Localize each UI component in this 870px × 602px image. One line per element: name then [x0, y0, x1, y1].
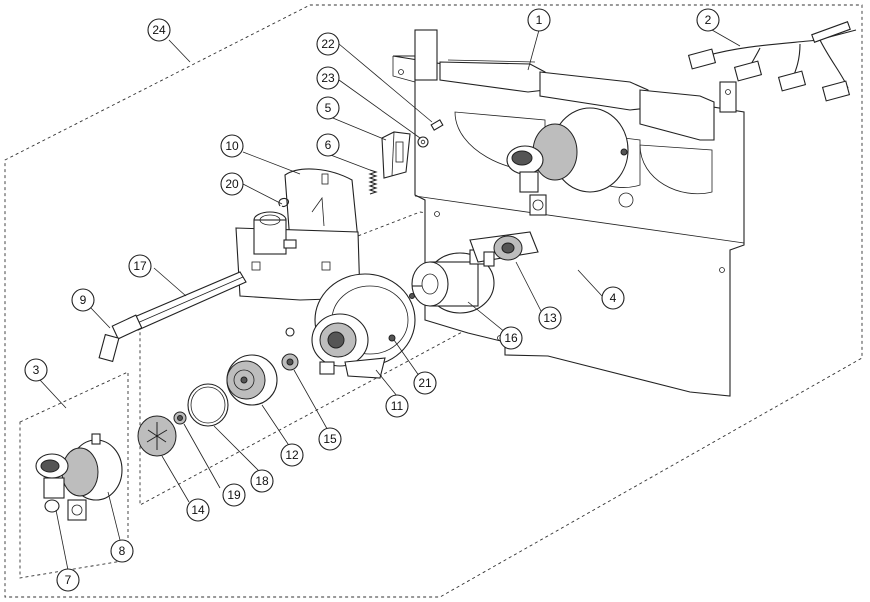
boundary-24	[4, 4, 863, 598]
elbow-9	[98, 314, 143, 363]
svg-text:9: 9	[80, 293, 87, 307]
callout-2: 2	[696, 8, 720, 32]
svg-text:7: 7	[65, 573, 72, 587]
svg-text:17: 17	[133, 259, 147, 273]
pump-assembly-3	[35, 433, 123, 521]
callout-19: 19	[222, 483, 246, 507]
impeller-12	[226, 354, 278, 406]
callout-24: 24	[147, 18, 171, 42]
callout-7: 7	[56, 568, 80, 592]
callout-21: 21	[413, 371, 437, 395]
callout-4: 4	[601, 286, 625, 310]
svg-text:3: 3	[33, 363, 40, 377]
svg-text:1: 1	[536, 13, 543, 27]
svg-text:18: 18	[255, 474, 269, 488]
callout-11: 11	[385, 394, 409, 418]
motor-bracket-13	[469, 231, 539, 267]
svg-text:11: 11	[391, 399, 404, 413]
svg-text:22: 22	[321, 37, 335, 51]
svg-text:12: 12	[285, 448, 299, 462]
svg-text:6: 6	[325, 138, 332, 152]
disc-14	[137, 415, 177, 457]
callout-12: 12	[280, 443, 304, 467]
callout-14: 14	[186, 498, 210, 522]
callout-9: 9	[71, 288, 95, 312]
callout-20: 20	[220, 172, 244, 196]
svg-text:23: 23	[321, 71, 335, 85]
svg-text:15: 15	[323, 432, 337, 446]
clip-20	[278, 197, 289, 208]
callout-1: 1	[527, 8, 551, 32]
svg-text:21: 21	[418, 376, 432, 390]
callout-23: 23	[316, 66, 340, 90]
plate-tab-right	[719, 81, 737, 113]
pin-washer	[417, 119, 444, 148]
callout-3: 3	[24, 358, 48, 382]
mounted-pump	[506, 107, 629, 216]
leader-lines	[39, 29, 741, 571]
plate-tab-left	[414, 29, 438, 81]
callout-22: 22	[316, 32, 340, 56]
hose-17	[131, 271, 247, 331]
motor-16	[411, 249, 495, 314]
svg-text:8: 8	[119, 544, 126, 558]
volute-11	[311, 273, 416, 379]
svg-text:5: 5	[325, 101, 332, 115]
spring-6	[368, 169, 378, 195]
svg-text:14: 14	[191, 503, 205, 517]
bracket-5	[381, 131, 411, 179]
callout-6: 6	[316, 133, 340, 157]
svg-text:20: 20	[225, 177, 239, 191]
svg-text:4: 4	[610, 291, 617, 305]
o-ring-18	[187, 383, 229, 427]
svg-text:2: 2	[705, 13, 712, 27]
callout-16: 16	[499, 326, 523, 350]
callout-8: 8	[110, 539, 134, 563]
svg-text:13: 13	[543, 311, 557, 325]
washer-15	[281, 353, 299, 371]
callout-17: 17	[128, 254, 152, 278]
callout-10: 10	[220, 134, 244, 158]
svg-text:16: 16	[504, 331, 518, 345]
wire-harness	[687, 21, 857, 102]
callout-18: 18	[250, 469, 274, 493]
cover-rail	[439, 59, 715, 141]
svg-text:10: 10	[225, 139, 239, 153]
nut-19	[173, 411, 187, 425]
callout-13: 13	[538, 306, 562, 330]
screw	[285, 327, 295, 337]
svg-text:19: 19	[227, 488, 241, 502]
callout-15: 15	[318, 427, 342, 451]
svg-text:24: 24	[152, 23, 166, 37]
callouts: 1 2 3 4 5 6 7 8 9 10 11 12 13 14 15 16 1…	[24, 8, 720, 592]
callout-5: 5	[316, 96, 340, 120]
